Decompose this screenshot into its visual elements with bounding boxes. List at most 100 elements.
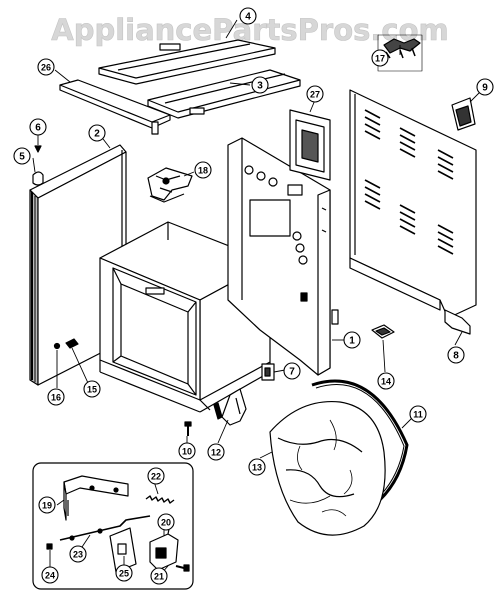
part-18-bracket [147,167,193,203]
callout-label: 13 [252,463,262,473]
callout-label: 27 [310,90,320,100]
callout-label: 10 [182,447,192,457]
vent-slots [364,109,454,255]
callout-3: 3 [251,76,269,94]
callout-label: 3 [257,81,263,92]
callout-15: 15 [83,380,101,398]
callout-circle [157,513,175,531]
callout-label: 7 [289,367,295,378]
part-12-hinge [213,388,247,426]
callout-circle [115,564,133,582]
part-21-screw [175,564,190,572]
callout-8: 8 [447,346,465,364]
callout-circle [447,346,465,364]
part-8-bracket [444,309,471,335]
callout-circle [37,58,55,76]
callout-label: 14 [381,377,391,387]
callout-label: 25 [119,569,129,579]
callout-circle [178,442,196,460]
callout-5: 5 [13,147,31,165]
callout-4: 4 [239,7,257,25]
callout-19: 19 [38,496,56,514]
part-20-switch [149,523,179,571]
callout-label: 21 [154,572,164,582]
callout-24: 24 [41,566,59,584]
part-19-bracket [63,475,129,521]
callout-circle [371,49,389,67]
callout-11: 11 [409,405,427,423]
part-24-pin [46,543,53,550]
callout-21: 21 [150,567,168,585]
callout-circle [306,85,324,103]
part-16-screw [53,342,61,350]
callout-label: 24 [45,571,55,581]
callout-circle [47,388,65,406]
back-panel [349,89,477,319]
callout-circle [38,496,56,514]
part-25-plate [109,527,137,573]
part-5-clip [32,171,44,186]
callout-label: 18 [198,166,208,176]
callout-label: 1 [349,336,355,347]
callout-circle [83,380,101,398]
part-22-spring [145,495,175,504]
part-13-insulation [269,400,386,536]
callout-label: 20 [161,518,171,528]
part-4-top-rail [98,39,276,85]
callout-13: 13 [248,458,266,476]
part-10-screw [184,421,192,436]
callout-circle [377,372,395,390]
callout-circle [251,76,269,94]
callout-label: 11 [413,410,423,420]
callout-label: 12 [211,448,221,458]
callout-label: 23 [73,550,83,560]
callout-16: 16 [47,388,65,406]
callout-circle [476,78,494,96]
part-23-rod [59,515,151,541]
callout-22: 22 [147,467,165,485]
callout-circle [343,331,361,349]
part-3-top-rail [147,69,301,119]
callout-label: 5 [19,152,25,163]
part-9-bracket [451,97,476,131]
callout-18: 18 [194,161,212,179]
callout-2: 2 [88,124,106,142]
callout-label: 17 [375,54,385,64]
part-26-rail [59,79,171,135]
part-1-divider-panel [227,137,339,376]
callout-1: 1 [343,331,361,349]
callout-circle [147,467,165,485]
callout-label: 6 [35,123,41,134]
callout-label: 16 [51,393,61,403]
callout-label: 8 [453,351,459,362]
callout-circle [283,362,301,380]
callout-label: 9 [482,83,488,94]
callout-23: 23 [69,545,87,563]
part-27-vent [289,109,331,181]
callout-25: 25 [115,564,133,582]
callout-circle [207,443,225,461]
callout-9: 9 [476,78,494,96]
callout-circle [239,7,257,25]
callout-17: 17 [371,49,389,67]
callout-14: 14 [377,372,395,390]
callout-circle [409,405,427,423]
callout-7: 7 [283,362,301,380]
callout-label: 15 [87,385,97,395]
callout-26: 26 [37,58,55,76]
callout-circle [29,118,47,136]
leader-lines [32,19,481,576]
callout-6: 6 [29,118,47,136]
callout-10: 10 [178,442,196,460]
callout-circle [13,147,31,165]
callout-circle [41,566,59,584]
callout-circle [248,458,266,476]
part-15-clip [65,338,79,349]
callout-circle [69,545,87,563]
callout-12: 12 [207,443,225,461]
part-17-clip [377,34,423,72]
callout-27: 27 [306,85,324,103]
callout-label: 4 [245,12,251,23]
